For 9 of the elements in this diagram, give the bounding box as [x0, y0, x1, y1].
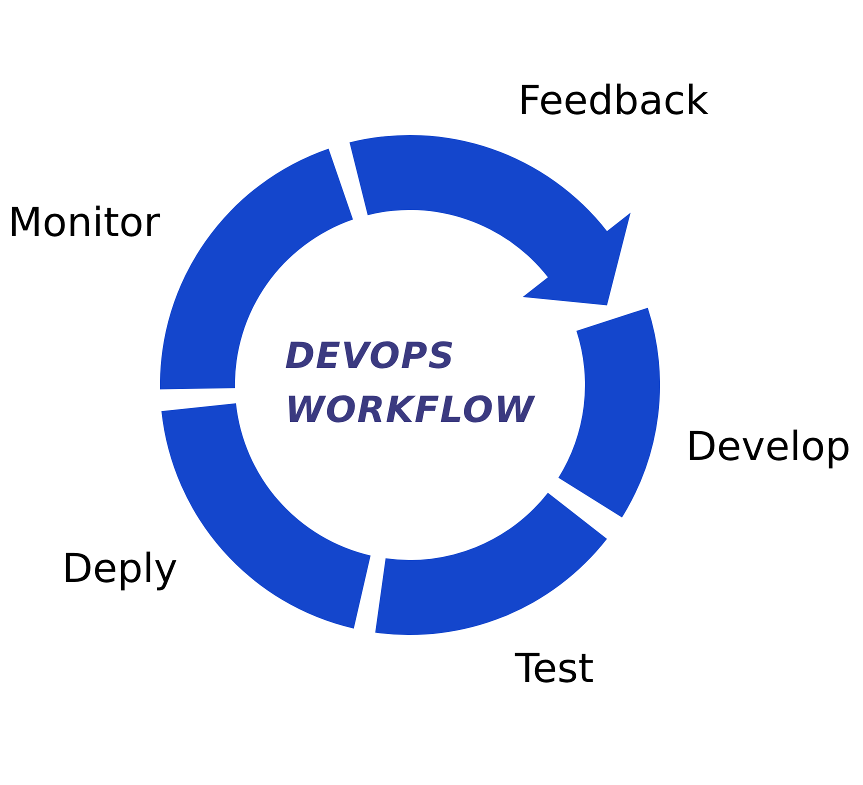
stage-label: Develop — [686, 423, 851, 472]
stage-label: Deply — [62, 545, 178, 594]
stage-label: Feedback — [518, 77, 708, 126]
diagram-title: DEVOPS WORKFLOW — [285, 335, 536, 433]
stage-label: Monitor — [8, 199, 160, 248]
cycle-ring-segment — [558, 308, 660, 518]
stage-label: Test — [515, 645, 594, 694]
cycle-arrow-segment — [350, 135, 631, 306]
cycle-ring-segment — [375, 492, 607, 635]
